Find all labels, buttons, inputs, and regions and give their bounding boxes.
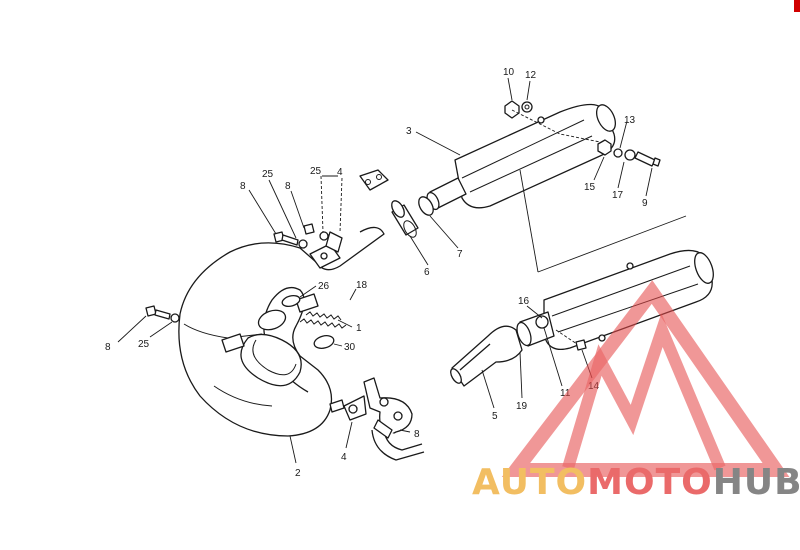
callout-30: 30 <box>344 342 356 353</box>
expansion-chamber <box>178 226 385 437</box>
callout-9: 9 <box>642 198 648 209</box>
hardware-upper <box>415 77 661 197</box>
callout-12: 12 <box>525 70 537 81</box>
silencer-upper <box>426 103 617 211</box>
callout-labels: 10 12 3 13 15 17 9 8 25 8 25 4 26 18 1 3… <box>105 67 648 479</box>
callout-7: 7 <box>457 249 463 260</box>
callout-6: 6 <box>424 267 430 278</box>
lower-bracket <box>289 377 425 464</box>
callout-26: 26 <box>318 281 330 292</box>
chamber-bolts <box>248 169 389 253</box>
watermark-logo-mark <box>501 280 790 477</box>
callout-11: 11 <box>560 388 571 399</box>
automotohub-watermark: AUTOMOTOHUB <box>472 280 800 503</box>
callout-25-upper-b: 25 <box>310 166 322 177</box>
callout-25-left: 25 <box>138 339 150 350</box>
callout-8-left: 8 <box>105 342 111 353</box>
callout-16: 16 <box>518 296 530 307</box>
spring-set <box>281 285 357 349</box>
watermark-brand-hub: HUB <box>713 462 800 503</box>
corner-marker <box>794 0 800 12</box>
connector-parts <box>391 196 459 266</box>
watermark-brand-auto: AUTO <box>472 462 587 503</box>
callout-25-upper-a: 25 <box>262 169 274 180</box>
callout-10: 10 <box>503 67 515 78</box>
callout-3: 3 <box>406 126 412 137</box>
callout-8-upper-a: 8 <box>240 181 246 192</box>
callout-8-upper-b: 8 <box>285 181 291 192</box>
callout-4-lower: 4 <box>341 452 347 463</box>
callout-15: 15 <box>584 182 596 193</box>
callout-19: 19 <box>516 401 528 412</box>
silencer-lower <box>450 249 714 409</box>
watermark-brand-moto: MOTO <box>587 462 713 503</box>
callout-2: 2 <box>295 468 301 479</box>
view-divider <box>519 169 687 273</box>
callout-8-lower: 8 <box>414 429 420 440</box>
callout-13: 13 <box>624 115 636 126</box>
callout-1: 1 <box>356 323 362 334</box>
left-bolts <box>117 305 180 343</box>
watermark-brand: AUTOMOTOHUB <box>472 462 800 503</box>
callout-17: 17 <box>612 190 624 201</box>
callout-18: 18 <box>356 280 368 291</box>
callout-4-upper: 4 <box>337 167 343 178</box>
callout-5: 5 <box>492 411 498 422</box>
